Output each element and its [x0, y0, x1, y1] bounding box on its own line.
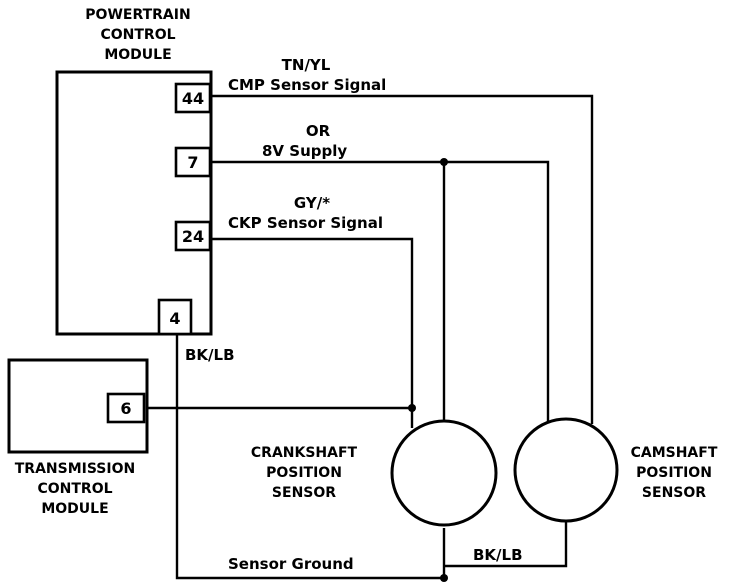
ground-wire-color-bottom: BK/LB [473, 546, 523, 564]
ground-wire-color-left: BK/LB [185, 346, 235, 364]
camshaft-label-line-1: CAMSHAFT [631, 445, 718, 461]
camshaft-label-line-3: SENSOR [642, 485, 706, 501]
crankshaft-label-line-3: SENSOR [272, 485, 336, 501]
cmp-wire-name: CMP Sensor Signal [228, 76, 386, 94]
pcm-pin-4-label: 4 [169, 309, 180, 328]
supply-splice-dot [440, 158, 448, 166]
ckp-wire-color: GY/* [294, 194, 330, 212]
pcm-pin-44-label: 44 [182, 89, 204, 108]
cmp-wire-color: TN/YL [282, 56, 331, 74]
crankshaft-sensor-circle [390, 419, 498, 527]
tcm-title-line-1: TRANSMISSION [15, 461, 135, 477]
ground-wire-name: Sensor Ground [228, 555, 354, 573]
ckp-splice-dot [408, 404, 416, 412]
powertrain-control-module-box [55, 70, 213, 336]
ground-splice-dot [440, 574, 448, 582]
crankshaft-label-line-2: POSITION [266, 465, 342, 481]
pcm-pin-7-label: 7 [187, 153, 198, 172]
tcm-title-line-3: MODULE [41, 501, 108, 517]
tcm-pin-6-box [106, 392, 146, 424]
pcm-title-line-2: CONTROL [100, 27, 175, 43]
pcm-pin-4-box [157, 298, 193, 336]
crankshaft-label-line-1: CRANKSHAFT [251, 445, 358, 461]
ckp-signal-wire [211, 237, 414, 428]
sensor-ground-wire [175, 334, 444, 580]
camshaft-label-line-2: POSITION [636, 465, 712, 481]
ckp-wire-name: CKP Sensor Signal [228, 214, 383, 232]
camshaft-sensor-circle [513, 417, 619, 523]
pcm-pin-44-box [174, 82, 212, 114]
cmp-signal-wire [211, 94, 594, 424]
tcm-title-line-2: CONTROL [37, 481, 112, 497]
supply-wire-name: 8V Supply [262, 142, 347, 160]
pcm-pin-24-label: 24 [182, 227, 204, 246]
cam-ground-lead [444, 519, 568, 568]
supply-8v-wire [211, 160, 550, 426]
tcm-pin-6-label: 6 [120, 399, 131, 418]
pcm-title-line-1: POWERTRAIN [85, 7, 190, 23]
pcm-pin-24-box [174, 220, 212, 252]
supply-wire-color: OR [306, 122, 331, 140]
pcm-title-line-3: MODULE [104, 47, 171, 63]
pcm-pin-7-box [174, 146, 212, 178]
